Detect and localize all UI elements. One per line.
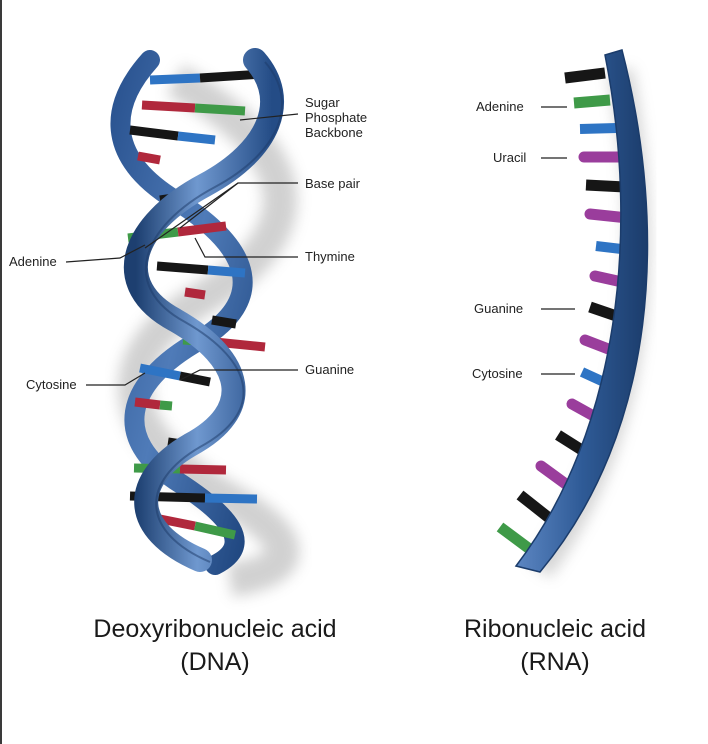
dna-base-pair — [129, 125, 216, 145]
label-rna-adenine: Adenine — [476, 99, 524, 114]
dna-base-pair — [149, 69, 263, 85]
rna-backbone — [514, 49, 649, 573]
rna-caption-line2: (RNA) — [520, 648, 590, 676]
dna-backbone-strand-front — [123, 48, 284, 572]
dna-base-pair — [156, 261, 246, 278]
label-sugar-phosphate-backbone-text: Sugar Phosphate Backbone — [305, 95, 368, 140]
dna-base-pair — [184, 287, 206, 300]
label-rna-cytosine: Cytosine — [472, 366, 523, 381]
dna-base-pair — [141, 100, 246, 116]
dna-caption-line2: (DNA) — [180, 648, 250, 676]
dna-base-pair — [211, 315, 237, 329]
label-dna-guanine: Guanine — [305, 362, 355, 377]
label-base-pair: Base pair — [305, 176, 360, 191]
dna-shadow — [118, 65, 300, 597]
label-dna-cytosine: Cytosine — [26, 377, 77, 392]
label-dna-adenine: Adenine — [9, 254, 57, 269]
label-uracil: Uracil — [493, 150, 527, 165]
dna-base-pair — [137, 151, 161, 165]
rna-caption-line1: Ribonucleic acid — [463, 615, 647, 643]
label-rna-guanine: Guanine — [474, 301, 524, 316]
rna-strand — [496, 49, 651, 578]
label-sugar-phosphate-backbone: Sugar Phosphate Backbone — [305, 95, 367, 140]
dna-leader-lines — [65, 113, 299, 386]
rna-caption: Ribonucleic acid (RNA) — [420, 613, 690, 679]
rna-leader-lines — [541, 106, 575, 375]
dna-caption-line1: Deoxyribonucleic acid — [93, 615, 337, 643]
dna-helix — [110, 48, 300, 597]
dna-caption: Deoxyribonucleic acid (DNA) — [40, 613, 390, 679]
label-thymine: Thymine — [305, 249, 355, 264]
dna-base-pair — [134, 397, 173, 411]
